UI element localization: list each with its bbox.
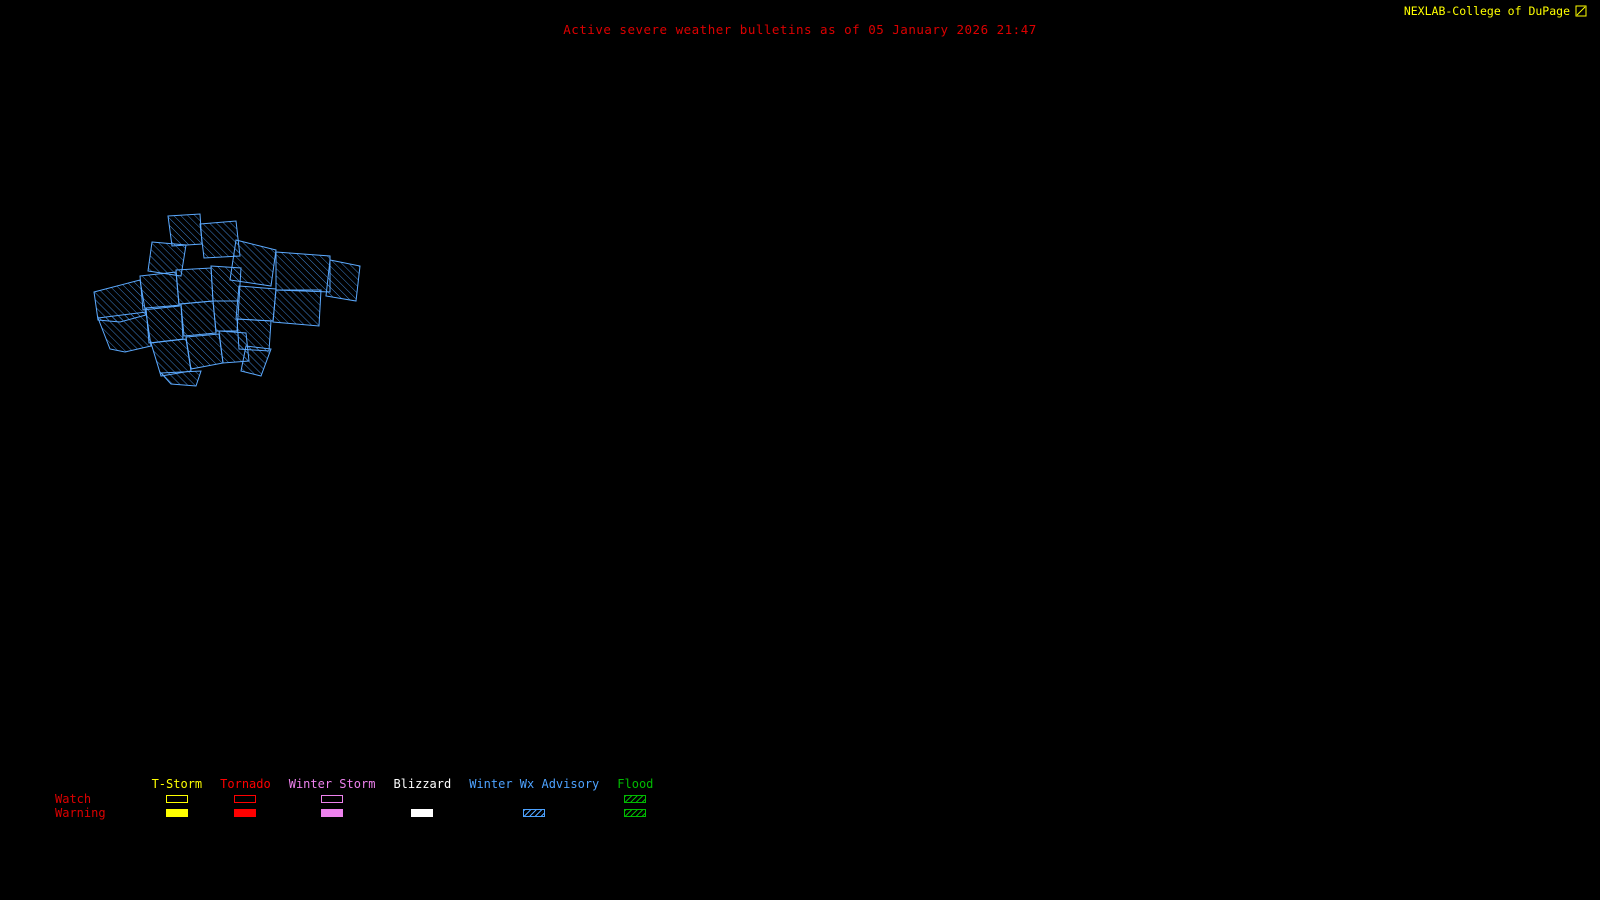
county-polygon — [235, 285, 277, 322]
county-polygon — [180, 300, 217, 337]
county-polygon — [167, 213, 203, 247]
county-polygon — [325, 259, 361, 302]
legend-category-label: T-Storm — [151, 777, 203, 791]
county-polygon — [229, 239, 277, 287]
county-polygon — [212, 300, 240, 332]
legend-swatch-watch — [321, 795, 344, 803]
legend-swatch-warning — [321, 809, 344, 817]
county-polygon — [210, 265, 242, 302]
legend-category-label: Flood — [617, 777, 654, 791]
legend-watch-label: Watch — [55, 792, 92, 806]
county-polygon — [145, 304, 184, 344]
bulletin-title: Active severe weather bulletins as of 05… — [563, 22, 1037, 37]
legend-swatch-warning — [624, 809, 647, 817]
legend-swatch-watch — [165, 795, 188, 803]
legend-swatch-warning — [234, 809, 257, 817]
county-polygon — [175, 267, 214, 305]
legend-swatch-warning — [523, 809, 546, 817]
county-polygon — [97, 311, 152, 353]
legend: Watch Warning T-Storm Tornado Winter Storm… — [55, 776, 653, 820]
county-polygon — [150, 338, 192, 377]
legend-swatch-warning — [165, 809, 188, 817]
legend-category-winter-wx-advisory: Winter Wx Advisory — [469, 776, 599, 820]
legend-warning-label: Warning — [55, 806, 106, 820]
county-polygon — [159, 370, 202, 387]
legend-category-t-storm: T-Storm — [151, 776, 203, 820]
legend-category-blizzard: Blizzard — [393, 776, 451, 820]
county-polygon — [275, 251, 331, 293]
legend-category-tornado: Tornado — [220, 776, 271, 820]
county-map — [80, 200, 380, 400]
county-polygon — [272, 289, 322, 327]
county-polygon — [240, 345, 272, 377]
brand: NEXLAB-College of DuPage — [1404, 4, 1588, 18]
legend-category-label: Winter Storm — [288, 777, 376, 791]
legend-category-winter-storm: Winter Storm — [288, 776, 376, 820]
county-polygon — [185, 333, 224, 370]
legend-category-label: Winter Wx Advisory — [469, 777, 600, 791]
legend-row-labels: Watch Warning — [55, 776, 106, 820]
county-map-svg — [93, 213, 361, 387]
legend-category-label: Blizzard — [393, 777, 452, 791]
brand-text: NEXLAB-College of DuPage — [1403, 4, 1570, 18]
legend-swatch-watch — [624, 795, 647, 803]
legend-category-flood: Flood — [617, 776, 653, 820]
county-polygon — [139, 271, 180, 311]
legend-categories: T-Storm Tornado Winter Storm Blizzard Winter… — [151, 776, 653, 820]
brand-logo-icon — [1575, 5, 1587, 17]
legend-category-label: Tornado — [220, 777, 271, 791]
legend-swatch-watch — [234, 795, 257, 803]
legend-swatch-warning — [411, 809, 434, 817]
